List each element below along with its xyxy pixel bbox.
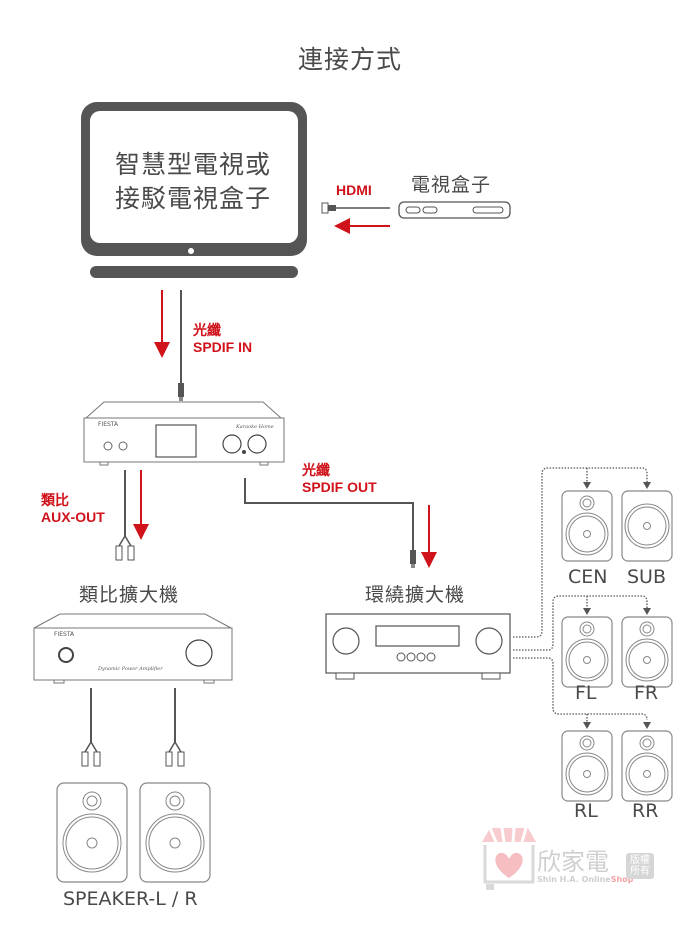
spdif-in-label-line1: 光纖 — [193, 322, 221, 338]
spdif-in-label-line2: SPDIF IN — [193, 339, 253, 355]
spdif-out-label-line1: 光纖 — [302, 462, 330, 478]
aux-out-label-line1: 類比 — [41, 492, 69, 508]
dac-brand: FIESTA — [98, 421, 119, 428]
surround-speakers — [561, 490, 673, 802]
speaker-fr — [621, 616, 673, 688]
hdmi-cable — [321, 202, 390, 234]
spdif-out-label: 光纖 SPDIF OUT — [302, 462, 377, 496]
aux-out-label-line2: AUX-OUT — [41, 509, 105, 525]
tv-label: 智慧型電視或 接駁電視盒子 — [88, 148, 298, 216]
analog-amp-script-label: Dynamic Power Amplifier — [97, 666, 163, 672]
dac-illustration — [83, 401, 285, 466]
watermark-badge-line2: 所有 — [630, 866, 650, 877]
speaker-sub — [621, 490, 673, 562]
watermark-subtitle-main: Shin H.A. Online — [537, 875, 611, 884]
stereo-speaker-label: SPEAKER-L / R — [63, 888, 198, 910]
spdif-out-label-line2: SPDIF OUT — [302, 479, 377, 495]
speaker-label-cen: CEN — [568, 566, 608, 588]
tv-label-line1: 智慧型電視或 — [114, 150, 271, 179]
watermark-subtitle: Shin H.A. OnlineShop — [537, 875, 633, 884]
speaker-label-rl: RL — [574, 800, 598, 822]
surround-amp-label: 環繞擴大機 — [365, 584, 466, 606]
surround-speaker-connections — [513, 467, 648, 722]
surround-amp-illustration — [325, 613, 511, 680]
analog-amp-label: 類比擴大機 — [79, 584, 180, 606]
surround-arrowheads — [583, 482, 651, 729]
tv-illustration — [81, 102, 307, 278]
spdif-in-cable — [178, 290, 184, 401]
watermark-subtitle-shop: Shop — [610, 875, 634, 884]
page-title: 連接方式 — [297, 45, 402, 74]
tv-box-label: 電視盒子 — [411, 174, 492, 196]
speaker-label-fr: FR — [634, 682, 659, 704]
speaker-cen — [561, 490, 613, 562]
speaker-label-rr: RR — [632, 800, 659, 822]
aux-out-label: 類比 AUX-OUT — [41, 492, 105, 526]
watermark-brand: 欣家電 — [537, 848, 609, 876]
speaker-label-sub: SUB — [627, 566, 667, 588]
tv-box-illustration — [398, 201, 511, 219]
speaker-label-fl: FL — [575, 682, 597, 704]
watermark: 欣家電 Shin H.A. OnlineShop — [537, 842, 633, 884]
analog-amp-illustration — [33, 613, 233, 684]
speaker-rl — [561, 730, 613, 802]
speaker-rr — [621, 730, 673, 802]
watermark-badge: 版權 所有 — [626, 853, 654, 879]
speaker-right — [139, 782, 211, 883]
speaker-fl — [561, 616, 613, 688]
spdif-out-cable — [244, 478, 416, 568]
analog-amp-brand: FIESTA — [54, 631, 75, 638]
spdif-in-label: 光纖 SPDIF IN — [193, 322, 252, 356]
tv-label-line2: 接駁電視盒子 — [114, 184, 271, 213]
hdmi-label: HDMI — [336, 182, 372, 198]
aux-out-cable — [115, 470, 135, 561]
watermark-logo-icon — [482, 827, 536, 890]
speaker-left — [56, 782, 128, 883]
watermark-badge-line1: 版權 — [630, 855, 650, 866]
speaker-cables — [81, 688, 185, 767]
dac-script-label: Karaoke Home — [235, 424, 274, 430]
